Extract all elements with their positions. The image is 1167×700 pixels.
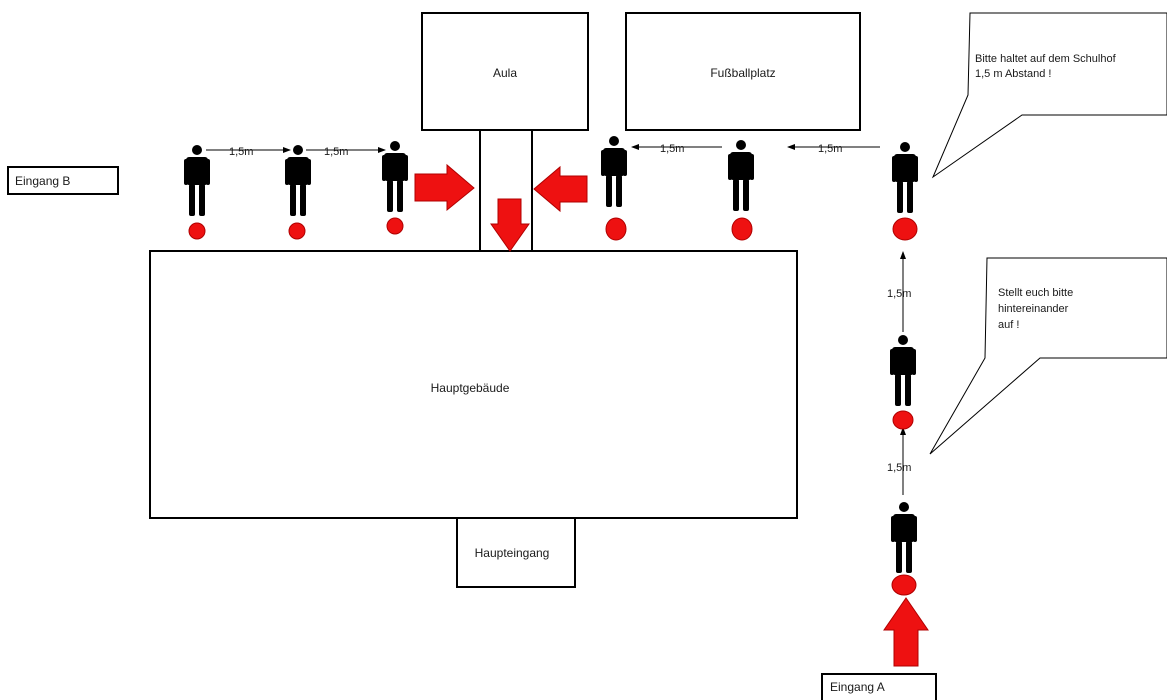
person-6 [892,142,918,241]
floor-marker-5 [731,217,753,241]
person-3 [382,141,408,235]
distance-label-4: 1,5m [818,143,842,155]
floor-marker-3 [386,217,404,235]
red-arrow-left [533,165,588,213]
floor-marker-8 [891,574,917,596]
eingang-a-box: Eingang A [821,673,937,700]
person-7 [890,335,916,430]
eingang-a-label: Eingang A [830,680,885,694]
callout-distance-line1: Bitte haltet auf dem Schulhof [975,53,1117,65]
hauptgebaeude-building: Hauptgebäude [149,250,798,519]
floor-marker-6 [892,217,918,241]
distance-label-6: 1,5m [887,462,911,474]
aula-building: Aula [421,12,589,131]
distance-arrow-5: 1,5m [887,251,911,332]
distance-label-1: 1,5m [229,146,253,158]
callout-queue: Stellt euch bitte hintereinander auf ! [929,257,1167,455]
eingang-b-box: Eingang B [7,166,119,195]
distance-label-5: 1,5m [887,288,911,300]
distance-arrow-1: 1,5m [206,146,291,158]
callout-distance: Bitte haltet auf dem Schulhof 1,5 m Abst… [931,12,1167,179]
fussballplatz-area: Fußballplatz [625,12,861,131]
distance-arrow-3: 1,5m [631,143,722,155]
floor-marker-4 [605,217,627,241]
red-arrow-up [883,597,929,667]
floor-marker-1 [188,222,206,240]
person-4 [601,136,627,241]
distance-label-2: 1,5m [324,146,348,158]
red-arrow-right [414,163,475,212]
distance-arrow-2: 1,5m [306,146,386,158]
aula-label: Aula [493,66,517,80]
person-1 [184,145,210,240]
callout-queue-line2: hintereinander [998,303,1069,315]
fussballplatz-label: Fußballplatz [710,66,775,80]
red-arrow-down [490,198,530,252]
floor-marker-7 [892,410,914,430]
person-2 [285,145,311,240]
haupteingang-box: Haupteingang [456,517,576,588]
callout-queue-line3: auf ! [998,319,1019,331]
distance-label-3: 1,5m [660,143,684,155]
eingang-b-label: Eingang B [15,174,70,188]
distance-arrow-4: 1,5m [787,143,880,155]
callout-queue-line1: Stellt euch bitte [998,287,1073,299]
haupteingang-label: Haupteingang [475,546,550,560]
distance-arrow-6: 1,5m [887,427,911,495]
hauptgebaeude-label: Hauptgebäude [431,381,510,395]
person-8 [891,502,917,596]
callout-distance-line2: 1,5 m Abstand ! [975,68,1051,80]
person-5 [728,140,754,241]
floor-marker-2 [288,222,306,240]
